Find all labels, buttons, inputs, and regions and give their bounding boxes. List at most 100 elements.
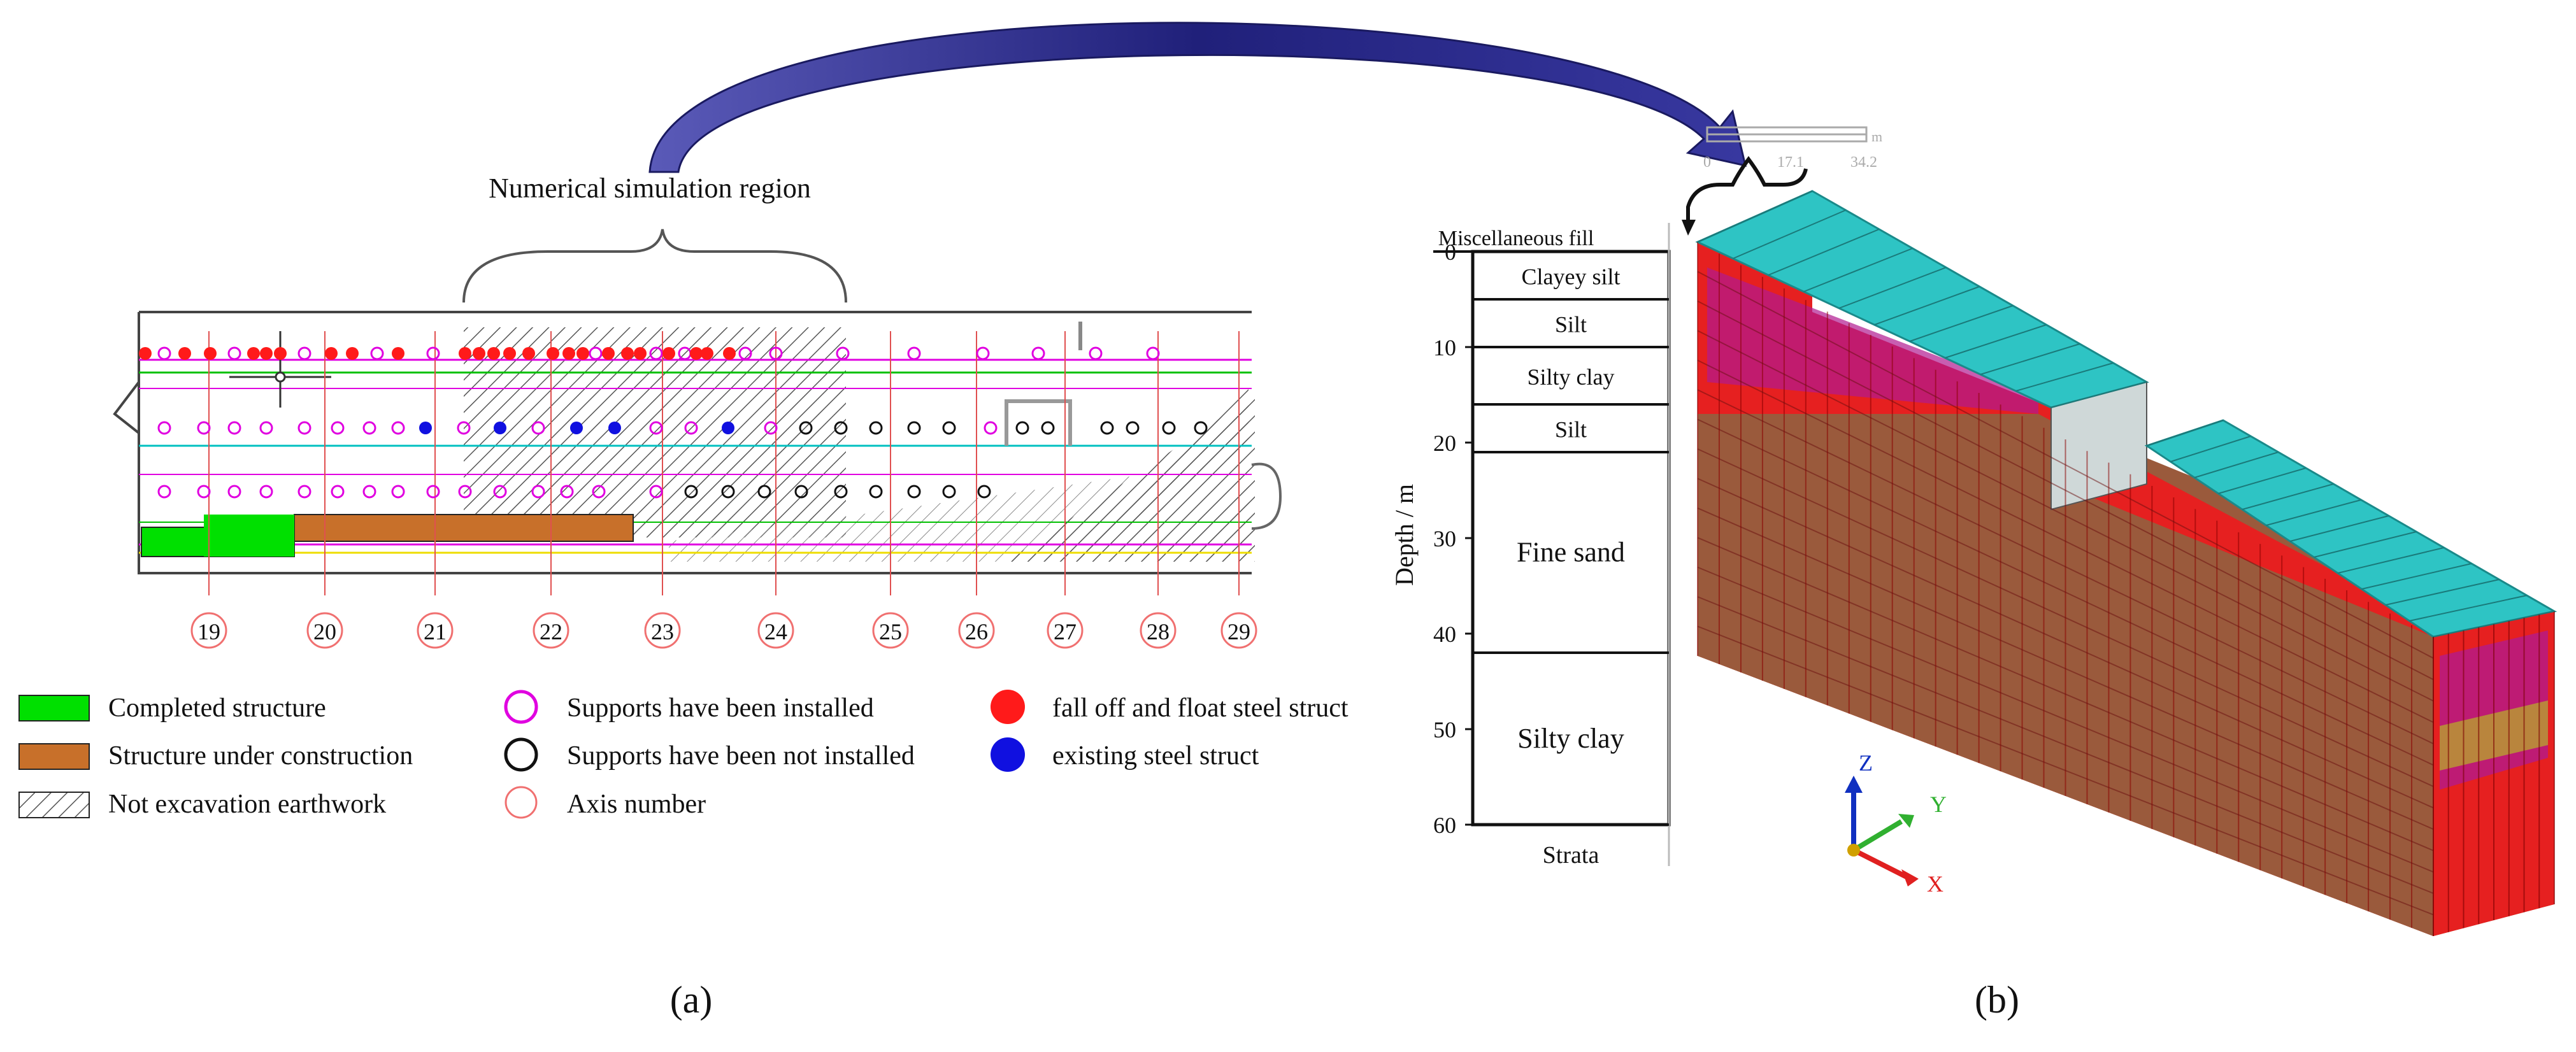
support-dot xyxy=(487,347,500,360)
support-dot xyxy=(662,347,675,360)
support-ring xyxy=(1041,421,1055,435)
axis-number-circle xyxy=(533,612,569,649)
strata-layer-label: Silt xyxy=(1555,312,1587,338)
support-markers xyxy=(139,346,1208,499)
mesh-line xyxy=(1697,566,2434,873)
strata-layer-label: Clayey silt xyxy=(1522,264,1621,290)
support-ring xyxy=(738,346,752,360)
support-ring xyxy=(1100,421,1114,435)
support-dot xyxy=(701,347,713,360)
support-dot xyxy=(204,347,217,360)
support-ring xyxy=(1031,346,1045,360)
support-ring xyxy=(560,485,574,499)
legend-ring-axis xyxy=(504,786,538,819)
scale-tick-2: 34.2 xyxy=(1850,154,1877,171)
support-dot xyxy=(260,347,273,360)
support-dot xyxy=(562,347,575,360)
mesh-line xyxy=(1697,478,2434,809)
depth-axis-label: Depth / m xyxy=(1390,484,1419,586)
axis-number-circle xyxy=(644,612,681,649)
scale-tick-1: 17.1 xyxy=(1777,154,1804,171)
structure-under-construction xyxy=(294,514,634,542)
support-ring xyxy=(757,485,771,499)
legend-existing: existing steel struct xyxy=(1052,741,1259,771)
strata-layer-label: Fine sand xyxy=(1517,537,1625,568)
support-ring xyxy=(721,485,735,499)
support-ring xyxy=(227,485,241,499)
support-dot xyxy=(723,347,736,360)
support-ring xyxy=(370,346,384,360)
support-ring xyxy=(426,485,440,499)
support-ring xyxy=(259,421,273,435)
scale-bar: 0 17.1 34.2 m xyxy=(1703,126,1882,171)
mesh-line xyxy=(2337,547,2444,574)
mesh-line xyxy=(2409,595,2527,622)
mesh-line xyxy=(1697,537,2434,851)
support-dot xyxy=(576,347,589,360)
mesh-line xyxy=(1768,229,1880,276)
support-ring xyxy=(391,485,405,499)
mesh-line xyxy=(2242,483,2334,510)
legend-swatch-under-construction xyxy=(18,743,90,770)
support-ring xyxy=(197,485,211,499)
caption-a: (a) xyxy=(670,979,713,1021)
completed-structure-upper xyxy=(204,515,294,557)
legend-not-excavated: Not excavation earthwork xyxy=(108,790,386,819)
support-ring xyxy=(794,485,808,499)
mesh-line xyxy=(1733,210,1846,259)
depth-tick-label: 60 xyxy=(1433,813,1456,838)
strata-column: Miscellaneous fill Clayey siltSiltSilty … xyxy=(1390,223,1671,869)
support-dot xyxy=(274,347,287,360)
detail-node xyxy=(275,371,286,383)
support-dot xyxy=(473,347,485,360)
detail-mark xyxy=(1078,322,1082,350)
support-ring xyxy=(684,485,698,499)
mesh-line xyxy=(2170,436,2251,462)
support-ring xyxy=(942,485,956,499)
support-ring xyxy=(391,421,405,435)
support-dot xyxy=(690,347,703,360)
strata-layer-label: Silty clay xyxy=(1517,723,1624,754)
mesh-line xyxy=(1697,190,1813,243)
axis-number: 27 xyxy=(1054,619,1077,644)
axis-number-circle xyxy=(306,612,343,649)
support-ring xyxy=(592,485,606,499)
mesh-line xyxy=(2314,531,2417,558)
mesh-line xyxy=(2361,563,2472,590)
mesh-line xyxy=(2266,499,2361,526)
axis-number-circle xyxy=(958,612,995,649)
support-ring xyxy=(493,485,507,499)
triad-z-head xyxy=(1845,776,1863,793)
support-ring xyxy=(297,421,311,435)
support-dot xyxy=(602,347,615,360)
support-dot xyxy=(247,347,260,360)
support-ring xyxy=(426,346,440,360)
support-ring xyxy=(907,346,921,360)
axis-triad: Z Y X xyxy=(1845,750,1947,897)
support-dot xyxy=(722,422,734,434)
hatch-region-simulation xyxy=(464,327,846,537)
strata-layer-label: Silt xyxy=(1555,417,1587,443)
support-ring xyxy=(942,421,956,435)
support-dot xyxy=(325,347,338,360)
triad-y-head xyxy=(1898,814,1914,828)
depth-tick-label: 50 xyxy=(1433,717,1456,743)
support-ring xyxy=(531,421,545,435)
region-brace xyxy=(462,229,847,303)
mesh-line xyxy=(2218,467,2307,494)
support-ring xyxy=(227,421,241,435)
axis-number: 19 xyxy=(197,619,220,644)
support-dot xyxy=(139,347,152,360)
axis-number: 26 xyxy=(965,619,988,644)
mesh-line xyxy=(1697,271,2434,659)
triad-z-label: Z xyxy=(1859,750,1873,776)
axis-number: 20 xyxy=(313,619,336,644)
axis-number-circle xyxy=(872,612,909,649)
scale-unit: m xyxy=(1871,129,1882,145)
triad-origin xyxy=(1847,844,1860,857)
support-ring xyxy=(362,485,376,499)
curved-arrow xyxy=(648,22,1747,173)
